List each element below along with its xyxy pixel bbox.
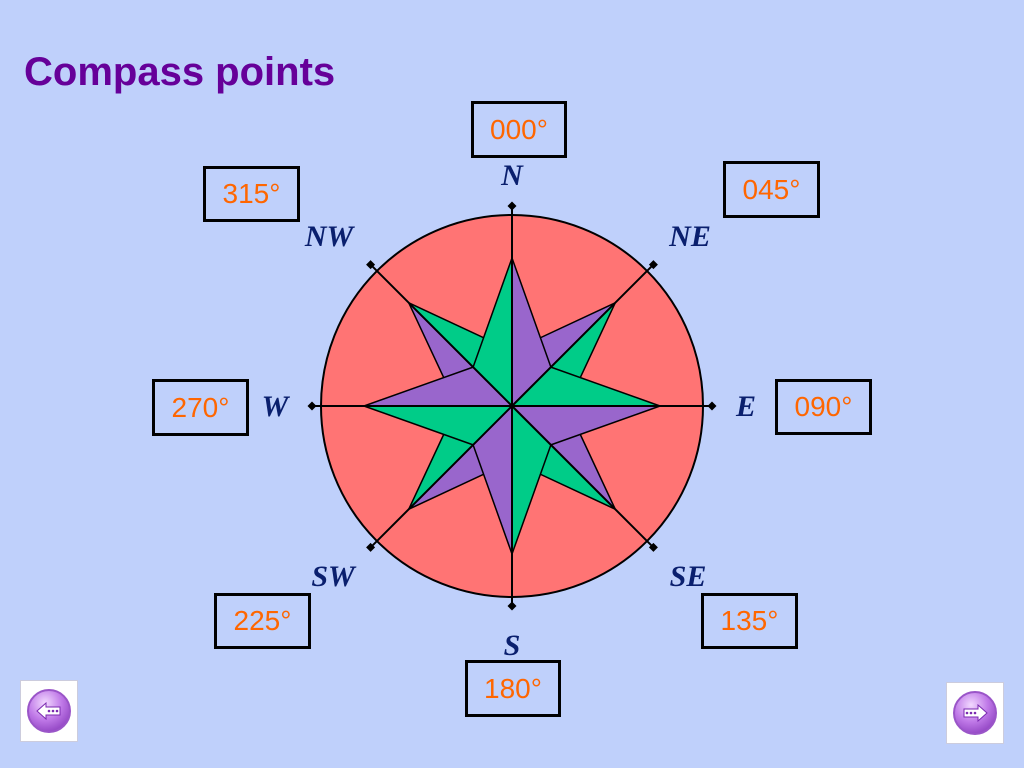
axis-marker-nw: [366, 260, 376, 270]
axis-line-ne: [511, 263, 655, 407]
bearing-nw: 315°: [222, 178, 281, 209]
previous-slide-button[interactable]: [20, 680, 78, 742]
back-arrow-icon: [27, 689, 71, 733]
axis-marker-sw: [366, 542, 376, 552]
axis-marker-se: [648, 542, 658, 552]
bearing-box-e: 090°: [775, 379, 872, 435]
bearing-box-n: 000°: [471, 101, 567, 158]
direction-label-w: W: [261, 390, 289, 423]
page-title: Compass points: [24, 50, 336, 94]
axis-line-sw: [369, 405, 513, 549]
direction-label-n: N: [501, 159, 523, 192]
axis-marker-s: [507, 601, 517, 611]
bearing-sw: 225°: [233, 605, 292, 636]
bearing-e: 090°: [794, 391, 853, 422]
axis-marker-w: [307, 401, 317, 411]
axis-marker-ne: [648, 260, 658, 270]
direction-label-se: SE: [669, 560, 707, 593]
axis-line-nw: [369, 263, 513, 407]
direction-label-e: E: [735, 390, 757, 423]
bearing-box-nw: 315°: [203, 166, 300, 222]
next-slide-button[interactable]: [946, 682, 1004, 744]
direction-label-s: S: [503, 629, 521, 662]
axis-marker-n: [507, 201, 517, 211]
bearing-box-sw: 225°: [214, 593, 311, 649]
bearing-se: 135°: [720, 605, 779, 636]
bearing-box-ne: 045°: [723, 161, 820, 218]
bearing-ne: 045°: [742, 173, 801, 205]
axis-marker-e: [707, 401, 717, 411]
bearing-box-se: 135°: [701, 593, 798, 649]
direction-label-ne: NE: [669, 220, 711, 253]
bearing-box-w: 270°: [152, 379, 249, 436]
axis-line-se: [511, 405, 655, 549]
direction-label-sw: SW: [311, 560, 355, 593]
bearing-box-s: 180°: [465, 660, 561, 717]
bearing-s: 180°: [484, 672, 542, 704]
direction-label-nw: NW: [304, 220, 354, 253]
bearing-w: 270°: [171, 391, 230, 423]
forward-arrow-icon: [953, 691, 997, 735]
bearing-n: 000°: [490, 113, 548, 145]
